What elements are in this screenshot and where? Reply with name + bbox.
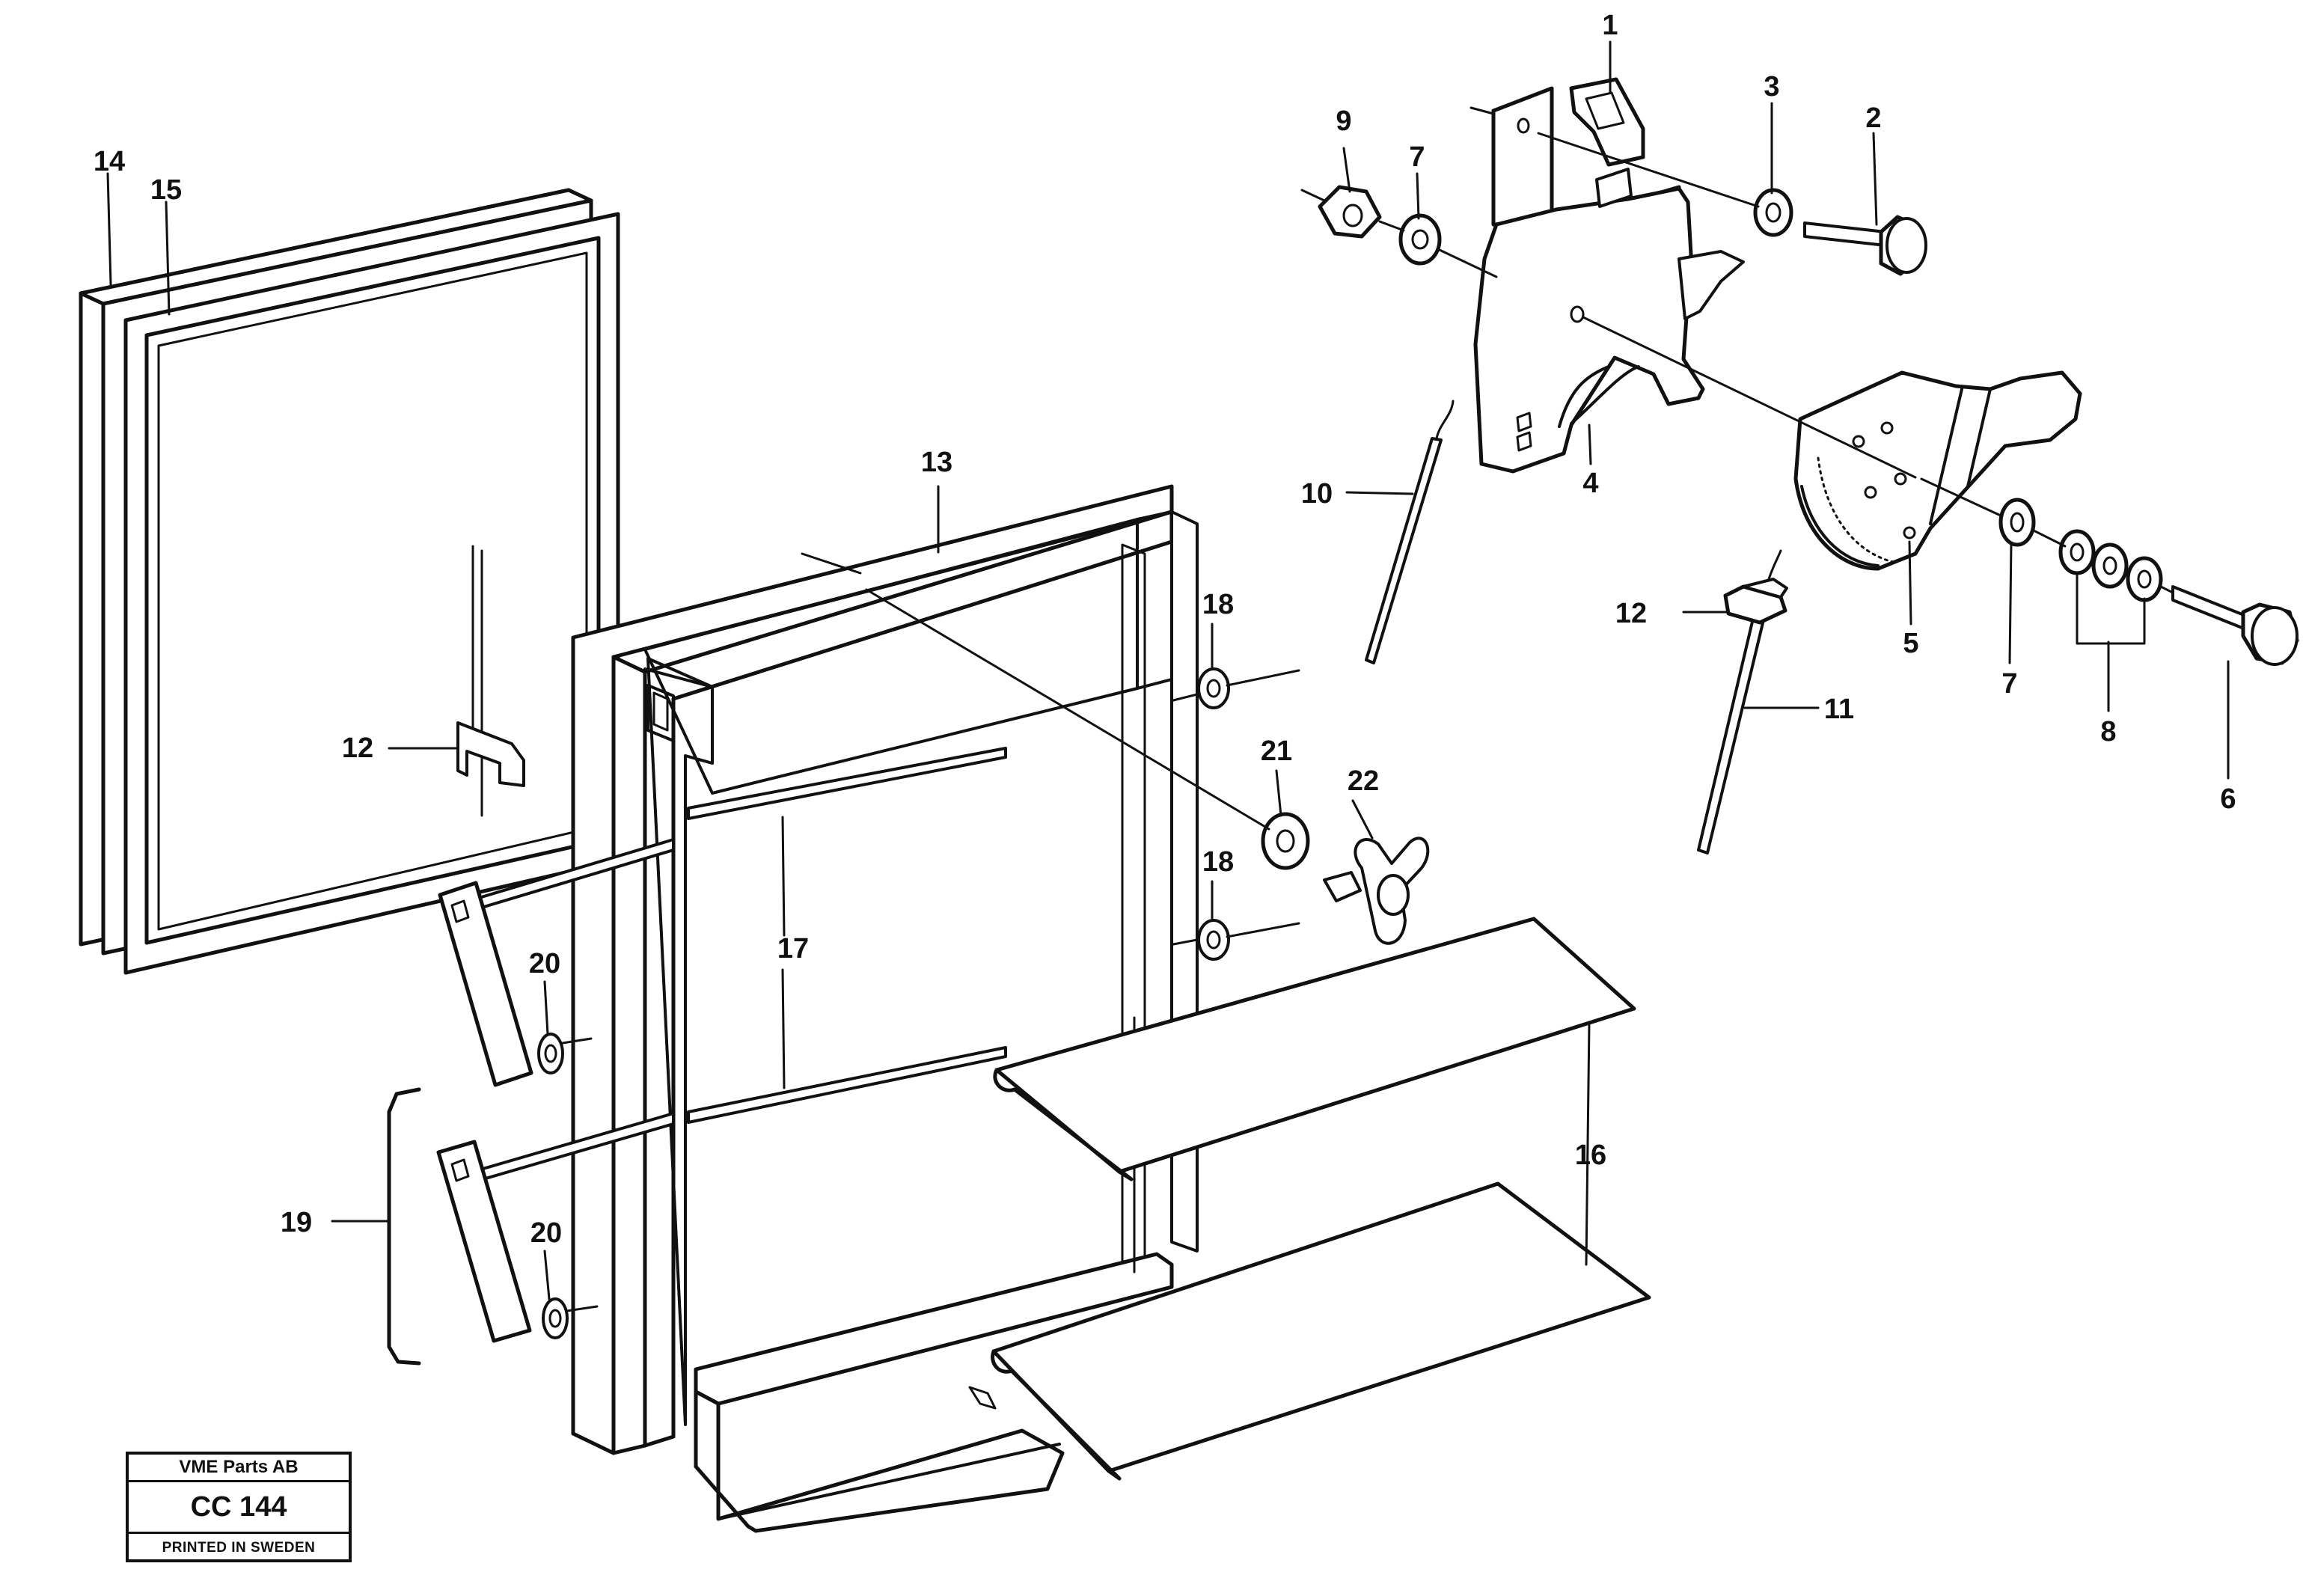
washer-21 bbox=[1261, 812, 1310, 870]
callout-15: 15 bbox=[150, 174, 182, 206]
callout-3: 3 bbox=[1764, 71, 1779, 103]
wing-nut-22 bbox=[1323, 837, 1430, 945]
hinge-bracket-4 bbox=[1473, 86, 1745, 474]
callout-20-upper: 20 bbox=[529, 948, 560, 979]
callout-5: 5 bbox=[1903, 628, 1918, 659]
washer-18-upper bbox=[1197, 667, 1230, 709]
wire-19 bbox=[387, 1087, 421, 1366]
bracket-upper bbox=[438, 881, 533, 1087]
washer-7-right bbox=[1998, 498, 2036, 547]
callout-13: 13 bbox=[921, 447, 952, 478]
nut-9 bbox=[1318, 185, 1382, 239]
shelf-16-upper bbox=[993, 917, 1636, 1181]
company-name: VME Parts AB bbox=[129, 1455, 349, 1482]
callout-8: 8 bbox=[2100, 716, 2116, 747]
callout-10: 10 bbox=[1301, 478, 1333, 510]
clip-part-1 bbox=[1569, 77, 1645, 167]
washer-7-left bbox=[1398, 213, 1442, 266]
callout-16: 16 bbox=[1575, 1140, 1606, 1171]
callout-18-upper: 18 bbox=[1202, 589, 1234, 620]
callout-18-lower: 18 bbox=[1202, 846, 1234, 878]
callout-20-lower: 20 bbox=[530, 1217, 562, 1249]
window-glass-15 bbox=[123, 212, 620, 975]
rod-10 bbox=[1365, 400, 1455, 664]
tilt-plate-5 bbox=[1793, 370, 2082, 571]
callout-12-right: 12 bbox=[1615, 598, 1647, 629]
callout-1: 1 bbox=[1602, 10, 1618, 41]
callout-7-left: 7 bbox=[1409, 141, 1425, 173]
callout-22: 22 bbox=[1348, 765, 1379, 797]
callout-12-left: 12 bbox=[342, 733, 373, 764]
callout-4: 4 bbox=[1582, 468, 1598, 499]
callout-17: 17 bbox=[777, 933, 809, 964]
washer-3 bbox=[1753, 188, 1793, 237]
rod-17-lower bbox=[687, 1046, 1007, 1124]
window-clip-12 bbox=[456, 545, 525, 817]
clip-12-right bbox=[1723, 578, 1788, 625]
callout-2: 2 bbox=[1865, 103, 1881, 134]
callout-21: 21 bbox=[1261, 736, 1292, 767]
callout-19: 19 bbox=[281, 1207, 312, 1238]
washer-20-upper bbox=[537, 1033, 564, 1074]
callouts: 1 2 3 4 5 6 7 7 8 9 10 11 12 12 13 14 15… bbox=[94, 10, 2236, 1249]
callout-9: 9 bbox=[1336, 106, 1351, 137]
bracket-lower bbox=[436, 1140, 532, 1343]
alignment-lines bbox=[561, 106, 2174, 1312]
drawing-code: CC 144 bbox=[129, 1482, 349, 1534]
callout-7-right: 7 bbox=[2001, 668, 2017, 700]
callout-6: 6 bbox=[2220, 783, 2236, 815]
washer-20-lower bbox=[542, 1297, 569, 1339]
printed-note: PRINTED IN SWEDEN bbox=[162, 1540, 316, 1556]
washer-18-lower bbox=[1197, 919, 1230, 961]
bolt-6 bbox=[2171, 585, 2299, 666]
shelf-16-lower bbox=[968, 1181, 1651, 1481]
callout-14: 14 bbox=[94, 146, 125, 177]
bolt-2 bbox=[1803, 215, 1927, 276]
washers-8 bbox=[2058, 529, 2163, 602]
title-block: VME Parts AB CC 144 PRINTED IN SWEDEN bbox=[126, 1452, 352, 1562]
callout-11: 11 bbox=[1824, 694, 1854, 725]
leader-lines bbox=[106, 40, 2230, 1300]
rod-17-upper bbox=[687, 747, 1007, 820]
